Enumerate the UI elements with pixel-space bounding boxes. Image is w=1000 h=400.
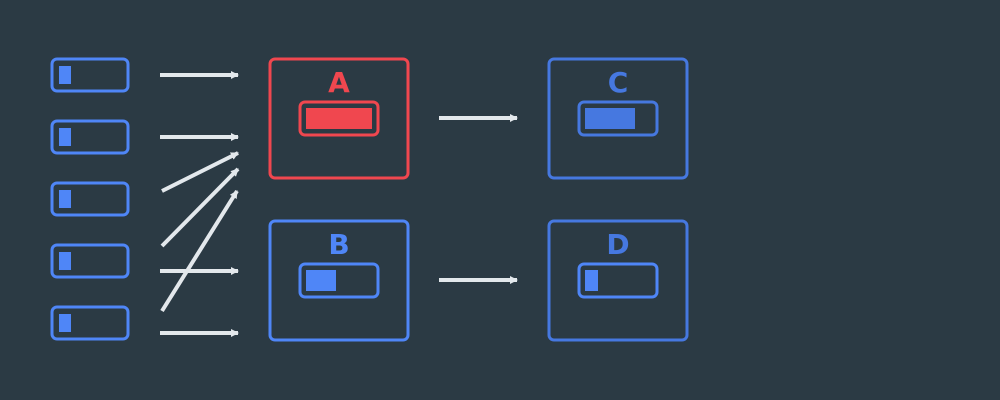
- input-1: [50, 57, 130, 93]
- input-4-level-bar: [59, 252, 71, 270]
- input-3: [50, 181, 130, 217]
- node-a-label: A: [328, 66, 350, 99]
- arrow-input-4-to-a: [160, 167, 240, 248]
- input-4-frame: [50, 243, 130, 279]
- node-d-meter: [577, 262, 659, 299]
- node-a-frame: [268, 57, 410, 180]
- node-b-frame: [268, 219, 410, 342]
- node-c-frame: [547, 57, 689, 180]
- input-5-frame: [50, 305, 130, 341]
- node-a: A: [268, 57, 410, 180]
- node-c: C: [547, 57, 689, 180]
- input-5-level-bar: [59, 314, 71, 332]
- input-2: [50, 119, 130, 155]
- node-b: B: [268, 219, 410, 342]
- input-5: [50, 305, 130, 341]
- node-d-label: D: [606, 228, 629, 261]
- node-a-level-bar: [306, 108, 372, 129]
- input-3-level-bar: [59, 190, 71, 208]
- input-4: [50, 243, 130, 279]
- node-c-label: C: [608, 66, 629, 99]
- arrow-input-5-to-a: [160, 189, 239, 313]
- node-c-level-bar: [585, 108, 635, 129]
- node-a-meter: [298, 100, 380, 137]
- node-d-frame: [547, 219, 689, 342]
- input-1-level-bar: [59, 66, 71, 84]
- node-c-meter: [577, 100, 659, 137]
- input-1-frame: [50, 57, 130, 93]
- input-2-level-bar: [59, 128, 71, 146]
- node-b-label: B: [328, 228, 349, 261]
- arrow-input-3-to-a: [161, 151, 239, 193]
- node-d-level-bar: [585, 270, 598, 291]
- node-b-meter: [298, 262, 380, 299]
- input-2-frame: [50, 119, 130, 155]
- node-d: D: [547, 219, 689, 342]
- node-b-level-bar: [306, 270, 336, 291]
- input-3-frame: [50, 181, 130, 217]
